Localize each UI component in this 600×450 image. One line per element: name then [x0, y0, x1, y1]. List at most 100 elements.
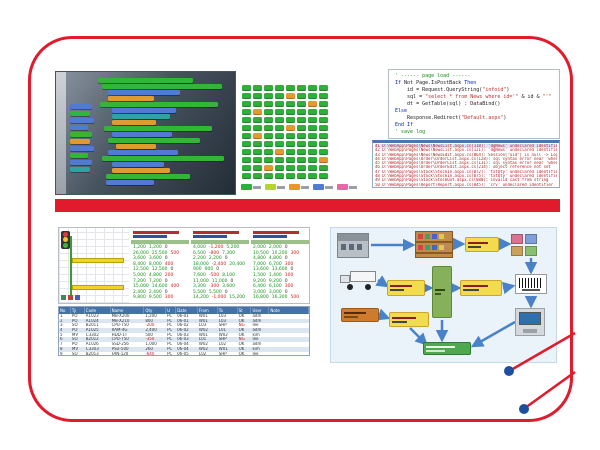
- code-block[interactable]: [104, 126, 212, 131]
- status-cell-button[interactable]: [286, 85, 295, 91]
- status-cell-button[interactable]: [297, 165, 306, 171]
- status-cell-button[interactable]: [253, 157, 262, 163]
- code-block[interactable]: [70, 146, 94, 151]
- code-block[interactable]: [70, 125, 88, 130]
- code-block[interactable]: [112, 162, 164, 167]
- table-header-cell[interactable]: St: [238, 307, 252, 314]
- status-cell-button[interactable]: [297, 133, 306, 139]
- status-cell-button[interactable]: [297, 93, 306, 99]
- table-header-cell[interactable]: User: [251, 307, 270, 314]
- status-cell-button[interactable]: [253, 109, 262, 115]
- status-cell-button[interactable]: [308, 149, 317, 155]
- code-block[interactable]: [112, 120, 156, 125]
- status-cell-button[interactable]: [242, 101, 251, 107]
- status-cell-button[interactable]: [275, 93, 284, 99]
- status-cell-button[interactable]: [308, 109, 317, 115]
- status-cell-button[interactable]: [297, 173, 306, 179]
- code-block[interactable]: [108, 96, 154, 101]
- table-header-cell[interactable]: U: [166, 307, 177, 314]
- code-block[interactable]: [70, 167, 90, 172]
- status-cell-button[interactable]: [264, 125, 273, 131]
- status-cell-button[interactable]: [253, 93, 262, 99]
- status-cell-button[interactable]: [264, 85, 273, 91]
- status-cell-button[interactable]: [242, 165, 251, 171]
- status-cell-button[interactable]: [275, 117, 284, 123]
- table-header-cell[interactable]: Code: [85, 307, 111, 314]
- status-cell-button[interactable]: [275, 85, 284, 91]
- status-cell-button[interactable]: [264, 117, 273, 123]
- status-cell-button[interactable]: [286, 149, 295, 155]
- status-cell-button[interactable]: [275, 125, 284, 131]
- status-cell-button[interactable]: [253, 117, 262, 123]
- status-cell-button[interactable]: [308, 93, 317, 99]
- status-cell-button[interactable]: [264, 93, 273, 99]
- status-cell-button[interactable]: [242, 141, 251, 147]
- status-cell-button[interactable]: [297, 149, 306, 155]
- status-cell-button[interactable]: [275, 149, 284, 155]
- status-cell-button[interactable]: [253, 85, 262, 91]
- status-cell-button[interactable]: [319, 149, 328, 155]
- status-cell-button[interactable]: [242, 85, 251, 91]
- status-cell-button[interactable]: [242, 93, 251, 99]
- code-block[interactable]: [70, 118, 94, 123]
- status-cell-button[interactable]: [275, 165, 284, 171]
- code-block[interactable]: [70, 139, 90, 144]
- status-cell-button[interactable]: [242, 117, 251, 123]
- code-block[interactable]: [108, 90, 180, 95]
- status-cell-button[interactable]: [319, 101, 328, 107]
- status-cell-button[interactable]: [242, 149, 251, 155]
- status-cell-button[interactable]: [319, 157, 328, 163]
- status-cell-button[interactable]: [242, 125, 251, 131]
- console-error-line[interactable]: 50 D:\WebApp\Pages\Report\Report.aspx.cs…: [375, 182, 554, 187]
- code-block[interactable]: [112, 114, 170, 119]
- status-cell-button[interactable]: [297, 109, 306, 115]
- status-cell-button[interactable]: [275, 173, 284, 179]
- status-cell-button[interactable]: [264, 157, 273, 163]
- status-cell-button[interactable]: [286, 165, 295, 171]
- code-block[interactable]: [98, 78, 193, 83]
- status-cell-button[interactable]: [264, 141, 273, 147]
- status-cell-button[interactable]: [297, 141, 306, 147]
- status-cell-button[interactable]: [308, 101, 317, 107]
- status-cell-button[interactable]: [242, 157, 251, 163]
- table-header-cell[interactable]: From: [198, 307, 218, 314]
- console-error-line[interactable]: 48 D:\WebApp\Pages\Stock\StockIn.aspx.cs…: [375, 174, 557, 179]
- console-error-line[interactable]: 49 D:\WebApp\Pages\Stock\StockOut.aspx.c…: [375, 178, 549, 183]
- table-header-cell[interactable]: To: [218, 307, 238, 314]
- status-cell-button[interactable]: [286, 117, 295, 123]
- table-header-cell[interactable]: Ty: [71, 307, 85, 314]
- status-cell-button[interactable]: [286, 133, 295, 139]
- status-cell-button[interactable]: [308, 141, 317, 147]
- status-cell-button[interactable]: [286, 157, 295, 163]
- status-cell-button[interactable]: [275, 101, 284, 107]
- console-error-line[interactable]: 46 D:\WebApp\Pages\Order\OrderEdit.aspx.…: [375, 165, 551, 170]
- status-cell-button[interactable]: [319, 93, 328, 99]
- code-block[interactable]: [70, 104, 92, 109]
- status-cell-button[interactable]: [308, 173, 317, 179]
- status-cell-button[interactable]: [264, 165, 273, 171]
- status-cell-button[interactable]: [308, 165, 317, 171]
- status-cell-button[interactable]: [319, 85, 328, 91]
- status-cell-button[interactable]: [286, 125, 295, 131]
- status-cell-button[interactable]: [264, 101, 273, 107]
- status-cell-button[interactable]: [275, 109, 284, 115]
- code-block[interactable]: [116, 144, 156, 149]
- code-block[interactable]: [102, 156, 224, 161]
- status-cell-button[interactable]: [275, 133, 284, 139]
- status-cell-button[interactable]: [286, 101, 295, 107]
- status-cell-button[interactable]: [297, 157, 306, 163]
- status-cell-button[interactable]: [308, 117, 317, 123]
- status-cell-button[interactable]: [286, 109, 295, 115]
- code-block[interactable]: [102, 84, 222, 89]
- console-error-line[interactable]: 51 D:\WebApp\Pages\Report\Report.aspx.cs…: [375, 187, 557, 188]
- status-cell-button[interactable]: [286, 141, 295, 147]
- status-cell-button[interactable]: [297, 85, 306, 91]
- status-cell-button[interactable]: [286, 173, 295, 179]
